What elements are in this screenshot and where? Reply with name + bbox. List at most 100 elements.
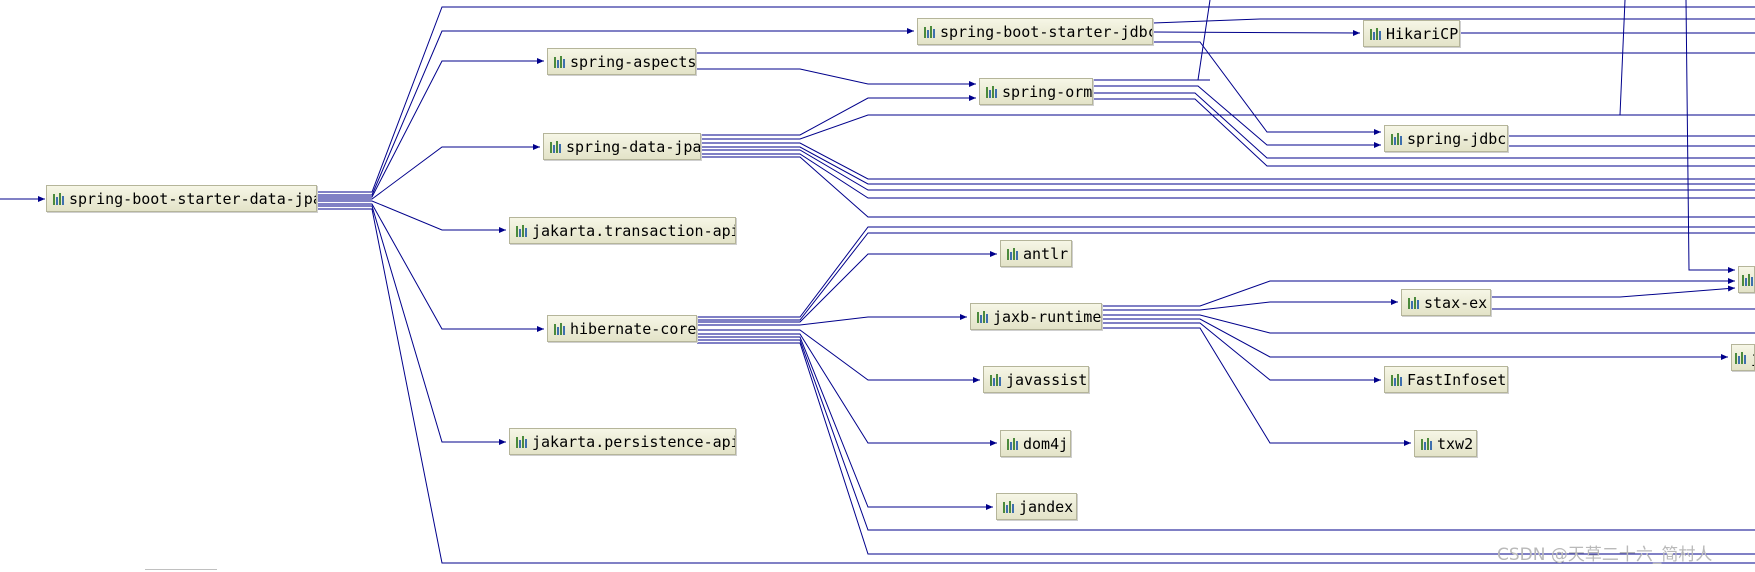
- edge-line: [317, 203, 544, 332]
- edge-line: [1508, 0, 1626, 116]
- library-icon: [1003, 500, 1014, 513]
- node-label: stax-ex: [1424, 293, 1488, 312]
- node-offscreen-cut[interactable]: [1738, 266, 1755, 293]
- watermark: CSDN @天草二十六_简村人: [1497, 545, 1713, 565]
- library-icon: [986, 85, 997, 98]
- library-icon: [516, 224, 527, 237]
- node-spring-boot-starter-jdbc[interactable]: spring-boot-starter-jdbc: [917, 18, 1153, 45]
- edge-line: [701, 95, 976, 136]
- edge-line: [701, 149, 1755, 191]
- node-label: spring-jdbc: [1407, 129, 1507, 148]
- node-label: HikariCP: [1386, 24, 1459, 43]
- library-icon: [1408, 296, 1419, 309]
- edge-line: [1197, 0, 1211, 81]
- node-jakarta-transaction-api[interactable]: jakarta.transaction-api: [509, 217, 736, 244]
- edge-line: [701, 142, 1755, 180]
- node-label: jakarta.transaction-api: [532, 221, 736, 240]
- edge-line: [701, 114, 1755, 140]
- edge-line: [697, 329, 980, 383]
- edge-line: [697, 339, 1755, 531]
- node-jandex[interactable]: jandex: [996, 493, 1077, 520]
- node-spring-data-jpa[interactable]: spring-data-jpa: [543, 133, 701, 160]
- edge-line: [1093, 92, 1755, 159]
- node-label: FastInfoset: [1407, 370, 1507, 389]
- node-jaxb-runtime[interactable]: jaxb-runtime: [970, 303, 1102, 330]
- node-txw2[interactable]: txw2: [1414, 430, 1477, 457]
- node-spring-boot-starter-data-jpa[interactable]: spring-boot-starter-data-jpa: [46, 185, 317, 212]
- node-label: spring-aspects: [570, 52, 696, 71]
- edge-line: [1491, 285, 1736, 298]
- edge-line: [317, 205, 506, 445]
- library-icon: [53, 192, 64, 205]
- node-label: hibernate-core: [570, 319, 697, 338]
- node-javassist[interactable]: javassist: [983, 366, 1089, 393]
- library-icon: [516, 435, 527, 448]
- edge-line: [317, 28, 914, 196]
- edge-line: [1093, 98, 1755, 167]
- edge-line: [1685, 0, 1735, 273]
- edge-line: [317, 208, 1755, 564]
- edge-line: [697, 226, 1755, 318]
- node-label: spring-orm: [1002, 82, 1093, 101]
- node-label: dom4j: [1023, 434, 1069, 453]
- edge-line: [697, 333, 997, 446]
- node-label: jandex: [1019, 497, 1074, 516]
- edge-line: [1102, 318, 1728, 360]
- node-dom4j[interactable]: dom4j: [1000, 430, 1071, 457]
- edge-line: [1152, 18, 1755, 24]
- library-icon: [1742, 273, 1753, 286]
- edge-line: [317, 58, 544, 198]
- edge-line: [696, 68, 976, 87]
- edge-line: [701, 153, 1755, 199]
- library-icon: [550, 140, 561, 153]
- node-fastinfoset[interactable]: FastInfoset: [1384, 366, 1508, 393]
- node-antlr[interactable]: antlr: [1000, 240, 1072, 267]
- library-icon: [554, 322, 565, 335]
- edge-line: [1152, 29, 1361, 36]
- node-label: jaxb-runtime: [993, 307, 1102, 326]
- edge-line: [701, 156, 1755, 218]
- node-label: spring-data-jpa: [566, 137, 701, 156]
- node-label: jakarta.persistence-api: [532, 432, 736, 451]
- node-hibernate-core[interactable]: hibernate-core: [547, 315, 697, 342]
- library-icon: [924, 25, 935, 38]
- scroll-stub: [145, 569, 217, 570]
- node-spring-jdbc[interactable]: spring-jdbc: [1384, 125, 1508, 152]
- edge-line: [317, 200, 506, 233]
- edge-line: [1102, 278, 1735, 307]
- node-label: txw2: [1437, 434, 1474, 453]
- library-icon: [1391, 132, 1402, 145]
- node-spring-aspects[interactable]: spring-aspects: [547, 48, 696, 75]
- library-icon: [1007, 247, 1018, 260]
- edge-line: [1102, 299, 1398, 311]
- library-icon: [1735, 351, 1746, 364]
- node-stax-ex[interactable]: stax-ex: [1401, 289, 1491, 316]
- library-icon: [554, 55, 565, 68]
- edge-line: [317, 144, 540, 200]
- library-icon: [1391, 373, 1402, 386]
- edge-line: [697, 232, 1755, 321]
- edge-line: [697, 251, 997, 323]
- node-label: spring-boot-starter-data-jpa: [69, 189, 317, 208]
- node-spring-orm[interactable]: spring-orm: [979, 78, 1093, 105]
- library-icon: [1370, 27, 1381, 40]
- node-label: javassist: [1006, 370, 1088, 389]
- edge-line: [317, 6, 1755, 193]
- library-icon: [1007, 437, 1018, 450]
- library-icon: [990, 373, 1001, 386]
- edge-line: [1102, 322, 1381, 383]
- node-label: antlr: [1023, 244, 1069, 263]
- edge-line: [697, 314, 967, 326]
- edge-line: [697, 342, 1755, 555]
- node-jakarta-persistence-api[interactable]: jakarta.persistence-api: [509, 428, 736, 455]
- node-label: j: [1751, 349, 1754, 367]
- node-hikaricp[interactable]: HikariCP: [1363, 20, 1460, 47]
- edge-line: [697, 336, 993, 510]
- node-offscreen-cut[interactable]: j: [1731, 344, 1755, 371]
- library-icon: [1421, 437, 1432, 450]
- edge-line: [1102, 327, 1411, 446]
- edge-line: [1153, 41, 1381, 135]
- library-icon: [977, 310, 988, 323]
- edge-line: [1102, 314, 1755, 334]
